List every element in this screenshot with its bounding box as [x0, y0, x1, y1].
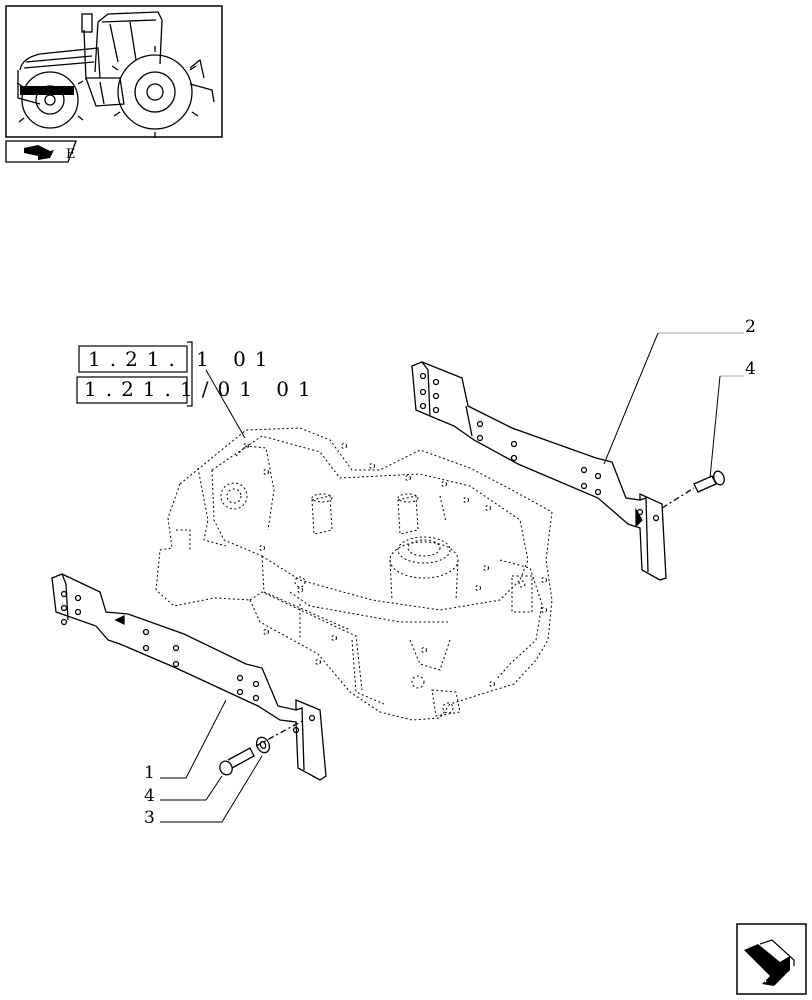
callout-2[interactable]: 2 — [745, 317, 756, 337]
front-washer[interactable] — [254, 735, 272, 755]
next-page-arrow-icon[interactable] — [736, 923, 807, 995]
callout-4-front[interactable]: 4 — [144, 786, 155, 806]
reference-bracket — [187, 341, 193, 407]
reference-2-boxed: 1.21. — [84, 377, 180, 401]
reference-leader — [205, 369, 246, 439]
callout-leaders — [160, 332, 744, 823]
reference-2-tail: 1/01 01 — [180, 377, 320, 401]
nav-tab[interactable]: E — [5, 140, 77, 163]
rear-bolt[interactable] — [661, 470, 726, 509]
callout-3[interactable]: 3 — [144, 808, 155, 828]
rear-support-bracket[interactable] — [411, 361, 667, 581]
reference-1-tail: 1 01 — [196, 347, 277, 371]
nav-suffix: E — [66, 147, 76, 162]
front-support-bracket[interactable] — [51, 573, 327, 781]
book-arrow-icon — [24, 145, 54, 160]
reference-1[interactable]: 1.21. 1 01 — [78, 345, 277, 373]
callout-1[interactable]: 1 — [144, 763, 155, 783]
highlight-band — [20, 86, 74, 95]
reference-1-boxed: 1.21. — [88, 347, 184, 371]
transmission-housing — [155, 427, 553, 721]
callout-4-rear[interactable]: 4 — [745, 359, 756, 379]
front-bolt[interactable] — [218, 719, 305, 777]
thumbnail[interactable] — [5, 5, 223, 138]
reference-2[interactable]: 1.21. 1/01 01 — [76, 376, 320, 404]
